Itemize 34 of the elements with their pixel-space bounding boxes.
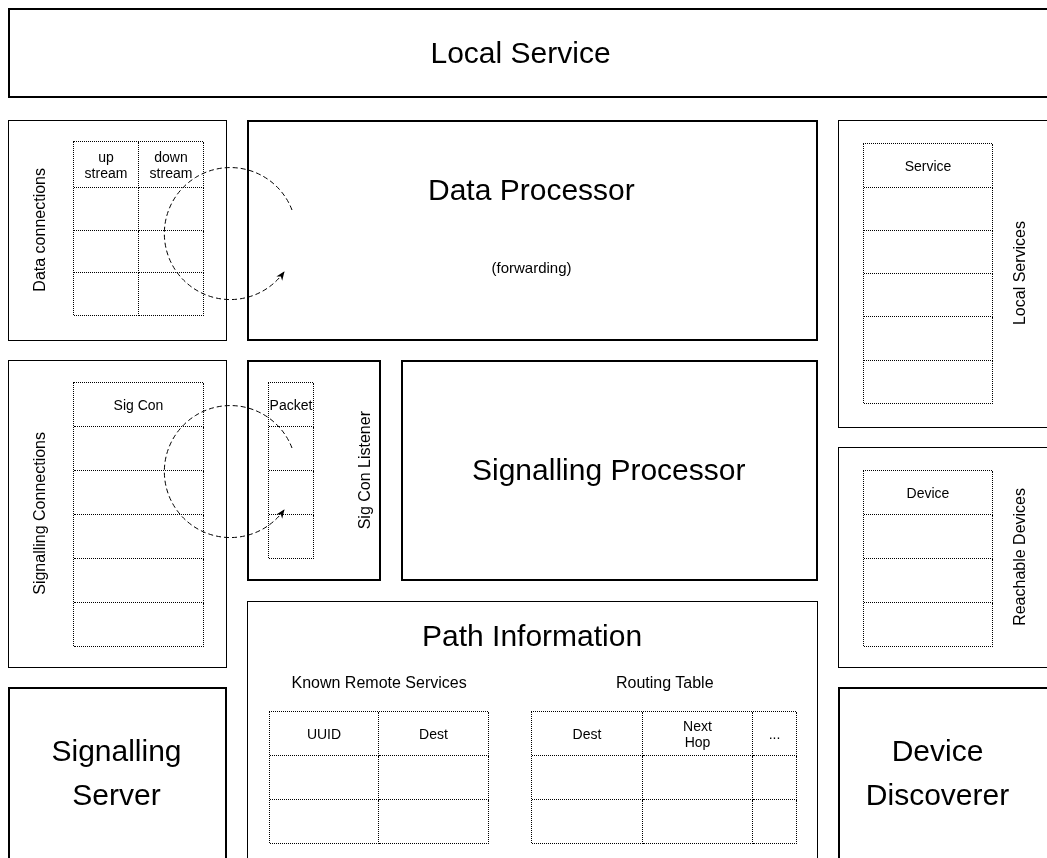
vertical-heading: Signalling Connections (31, 431, 49, 595)
vertical-heading: Sig Con Listener (355, 410, 374, 529)
devices-panel (838, 447, 1047, 668)
component-title: Local Service (430, 35, 611, 70)
column-header: Service (904, 157, 952, 174)
component-title: Signalling Server (50, 732, 183, 813)
column-header: Dest (419, 725, 448, 742)
component-title: Data Processor (428, 172, 635, 207)
connections-panel (8, 360, 227, 668)
component-title: Path Information (422, 619, 643, 653)
component-title: Device Discoverer (864, 732, 1011, 813)
listener-box (247, 360, 381, 581)
column-header: down stream (148, 148, 194, 181)
column-header: UUID (306, 725, 342, 742)
column-header: Sig Con (113, 396, 164, 413)
column-header: Packet (269, 396, 313, 413)
vertical-heading: Data connections (31, 168, 49, 292)
connections-panel (8, 120, 227, 341)
vertical-heading: Local Services (1011, 221, 1029, 326)
column-header: ... (768, 725, 781, 742)
table-heading: Known Remote Services (291, 674, 467, 692)
column-header: Dest (572, 725, 602, 742)
component-subtitle: (forwarding) (491, 259, 572, 276)
processor-box (401, 360, 818, 581)
column-header: Device (906, 484, 950, 501)
services-panel (838, 120, 1047, 428)
service-box (8, 8, 1047, 98)
column-header: Next Hop (682, 717, 713, 750)
processor-box (247, 120, 818, 341)
column-header: up stream (83, 148, 129, 181)
vertical-heading: Reachable Devices (1011, 488, 1029, 626)
table-heading: Routing Table (616, 674, 714, 692)
component-title: Signalling Processor (472, 452, 746, 487)
path-information-panel (247, 601, 818, 858)
